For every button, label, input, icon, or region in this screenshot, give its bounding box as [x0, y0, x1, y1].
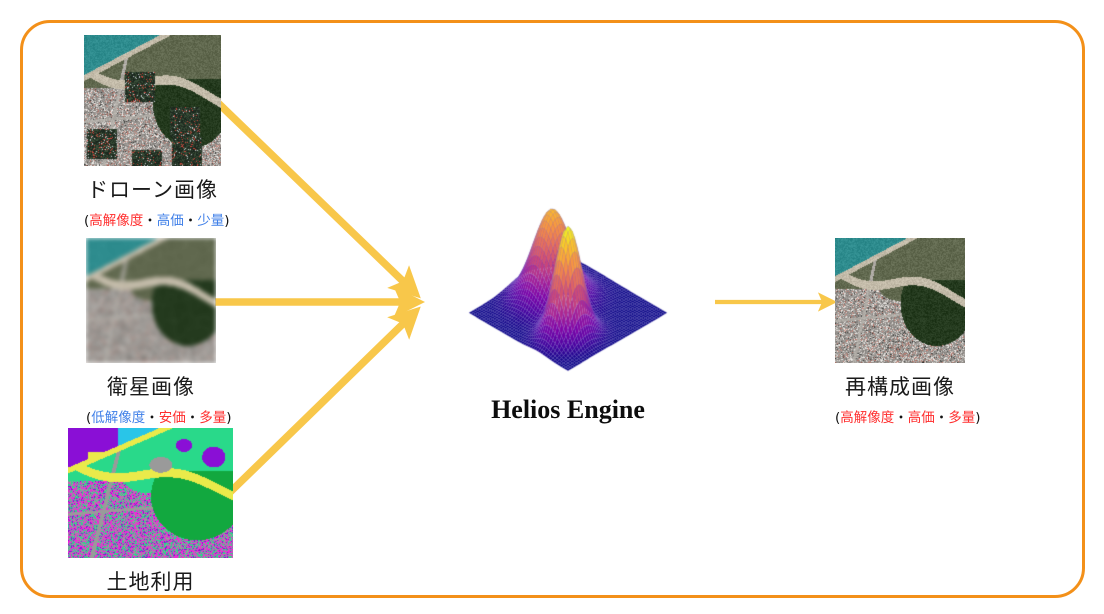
reconstructed-image-thumbnail	[835, 238, 965, 363]
drone-sub-caption: (高解像度・高価・少量)	[84, 213, 230, 229]
landuse-map-thumbnail	[68, 428, 233, 558]
reconstructed-caption: 再構成画像	[845, 375, 955, 399]
helios-engine-label: Helios Engine	[491, 395, 645, 424]
input-node-satellite: 衛星画像 (低解像度・安価・多量)	[86, 238, 232, 426]
landuse-caption: 土地利用	[106, 570, 195, 594]
diagram-frame	[20, 20, 1085, 598]
satellite-image-thumbnail	[86, 238, 216, 363]
satellite-sub-caption: (低解像度・安価・多量)	[86, 410, 232, 426]
input-node-landuse: 土地利用	[68, 428, 233, 594]
reconstructed-sub-caption: (高解像度・高価・多量)	[835, 410, 981, 426]
drone-image-thumbnail	[84, 35, 221, 166]
helios-engine-surface-plot	[418, 190, 718, 385]
satellite-caption: 衛星画像	[107, 375, 195, 399]
output-node-reconstructed: 再構成画像 (高解像度・高価・多量)	[835, 238, 981, 426]
drone-caption: ドローン画像	[87, 178, 218, 202]
input-node-drone: ドローン画像 (高解像度・高価・少量)	[84, 35, 230, 229]
